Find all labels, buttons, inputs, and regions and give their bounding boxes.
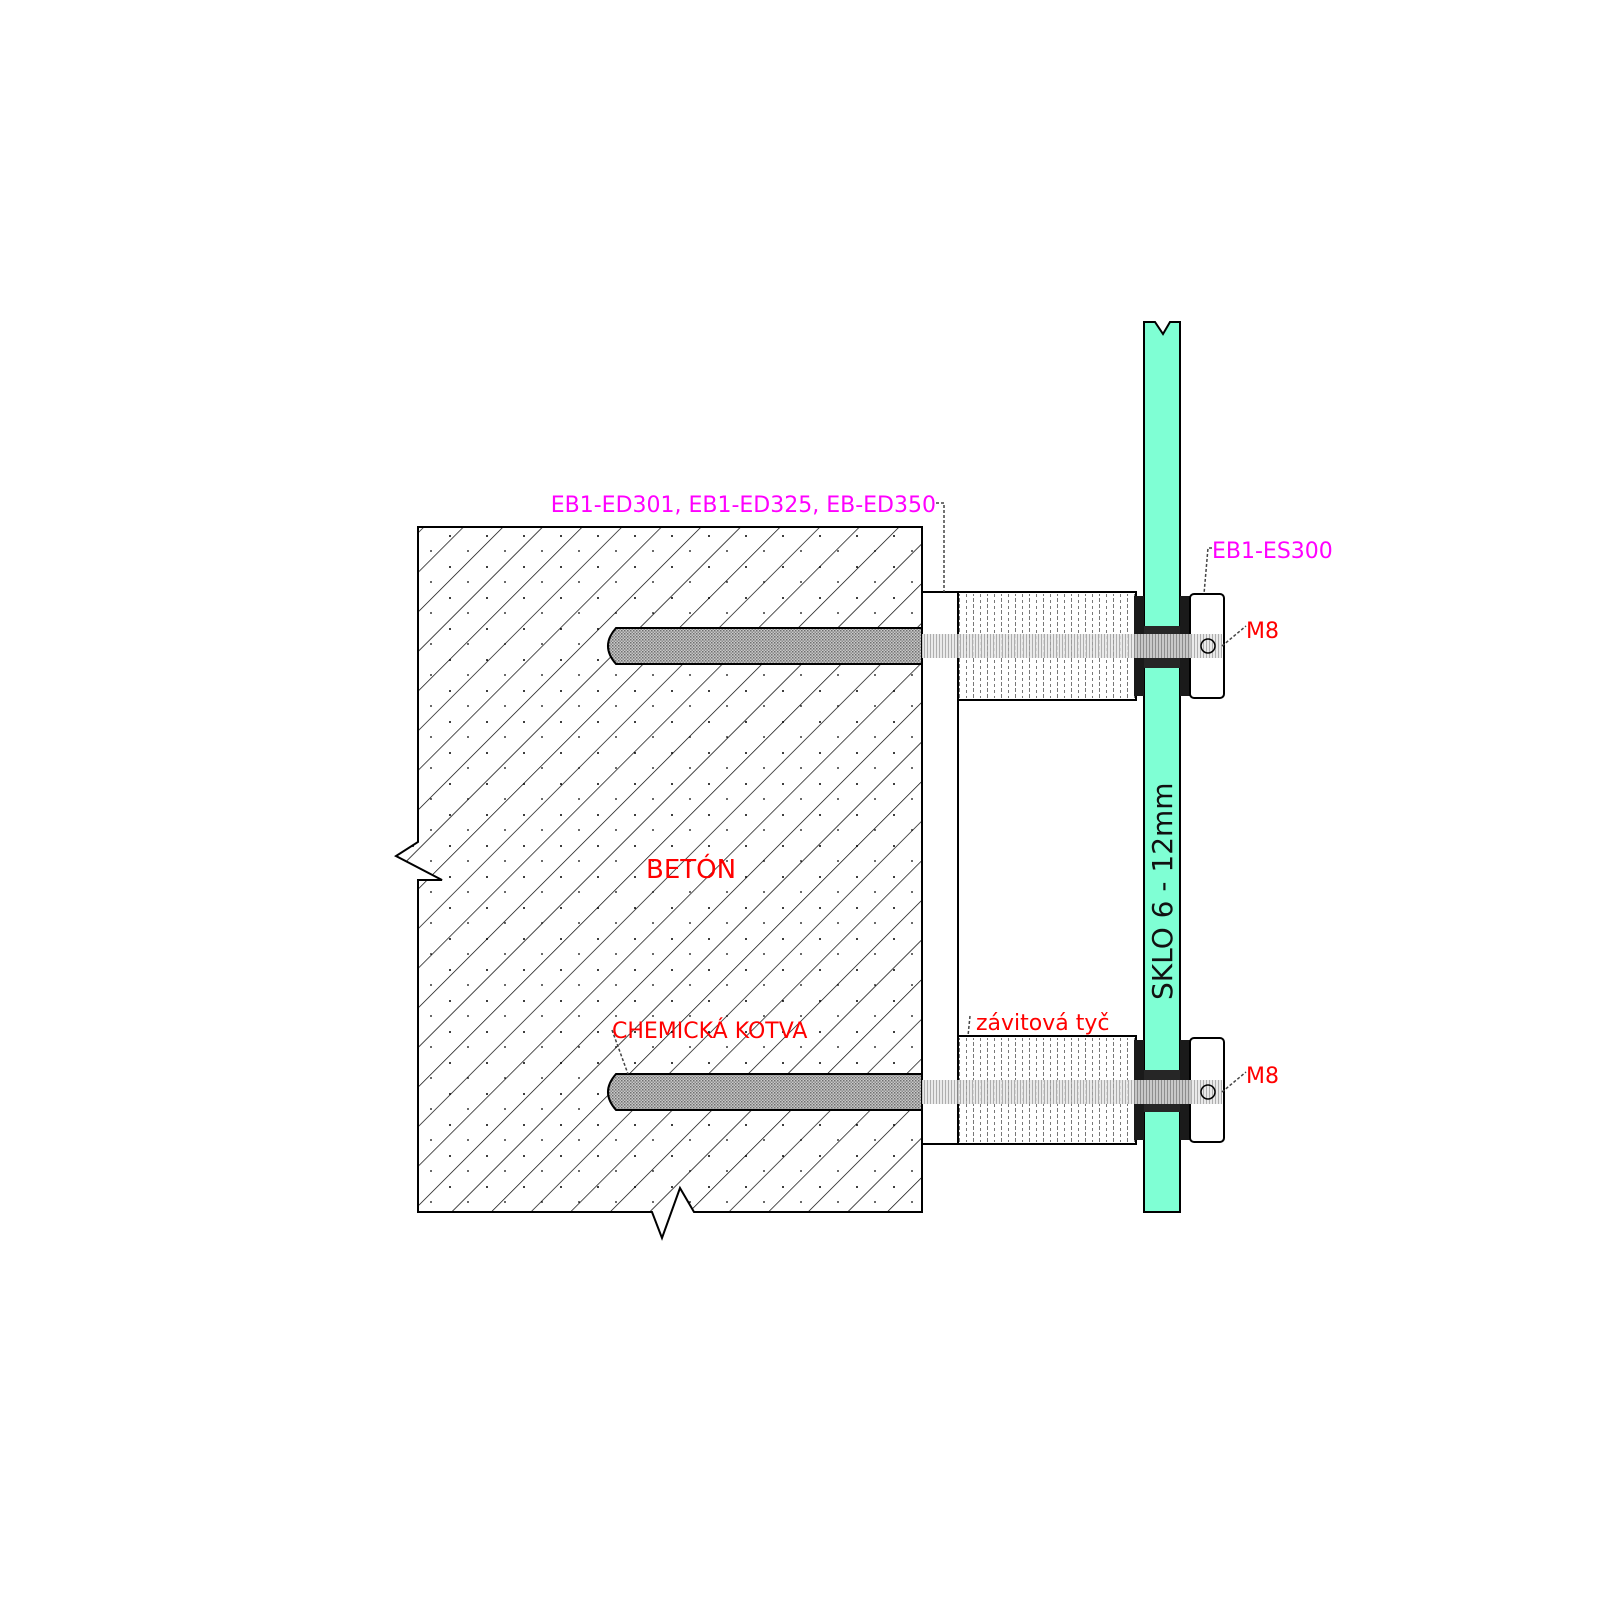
- part-codes-label: EB1-ED301, EB1-ED325, EB-ED350: [551, 493, 936, 518]
- bottom-fixing-assembly: [607, 1035, 1247, 1145]
- glass-panel: [1143, 321, 1181, 1213]
- threaded-rod-top: [922, 634, 1222, 658]
- top-fixing-assembly: [607, 591, 1247, 701]
- chemical-anchor-rod-top: [607, 627, 923, 665]
- threaded-rod-bottom: [922, 1080, 1222, 1104]
- chemical-anchor-rod-bottom: [607, 1073, 923, 1111]
- concrete-label: BETÓN: [646, 853, 736, 885]
- m8-top-label: M8: [1246, 619, 1279, 644]
- leader-lines: [611, 502, 1212, 1075]
- es300-label: EB1-ES300: [1212, 539, 1333, 564]
- m8-bottom-label: M8: [1246, 1064, 1279, 1089]
- chemical-anchor-label: CHEMICKÁ KOTVA: [612, 1018, 807, 1044]
- concrete-block: [394, 526, 923, 1241]
- base-plate: [921, 591, 959, 1145]
- threaded-rod-label: závitová tyč: [976, 1011, 1109, 1036]
- glass-label: SKLO 6 - 12mm: [1146, 782, 1179, 1000]
